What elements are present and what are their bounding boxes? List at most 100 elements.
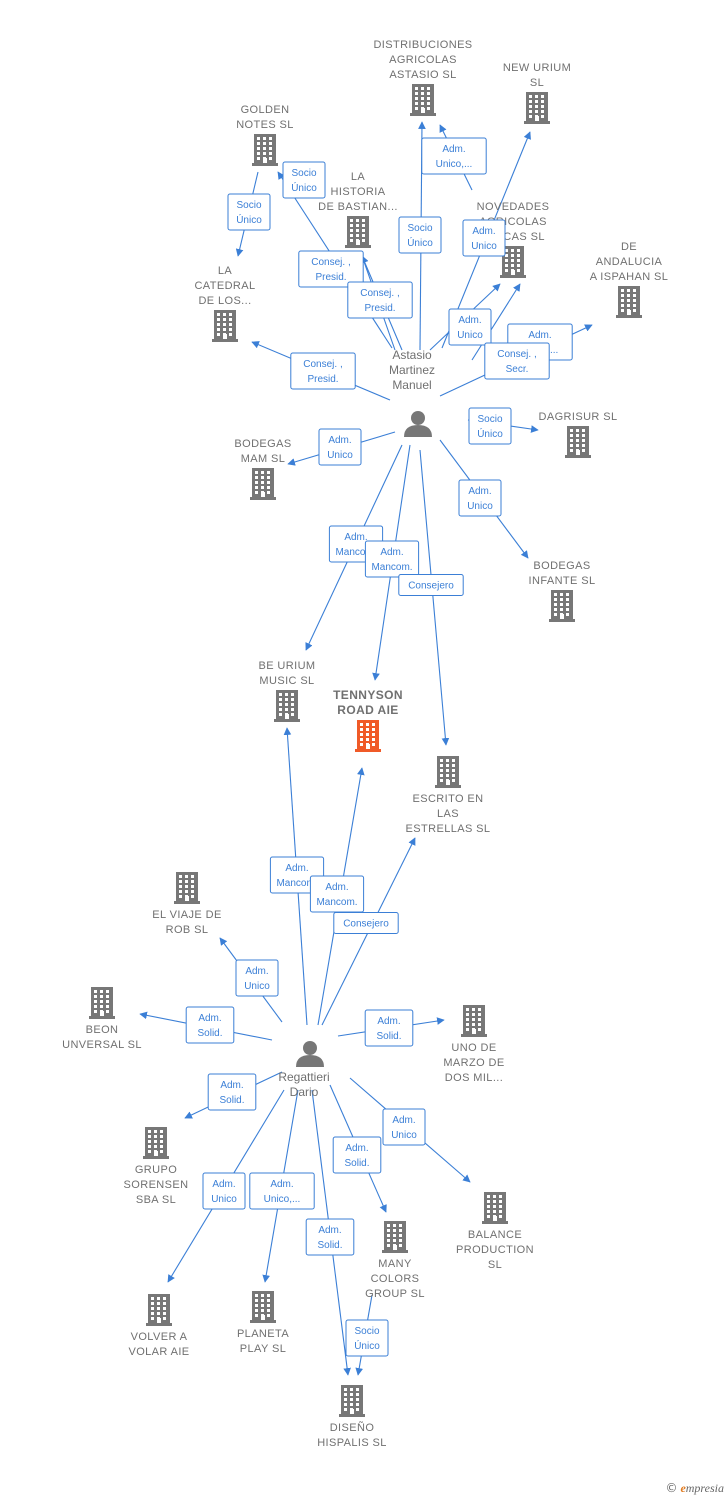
- company-label: ROB SL: [166, 924, 209, 936]
- role-badge-box: [398, 216, 442, 254]
- company-label: BE URIUM: [259, 660, 316, 672]
- role-text: Único: [407, 236, 433, 249]
- role-text: Adm.: [270, 1179, 293, 1190]
- building-icon: [250, 468, 276, 500]
- role-badge[interactable]: Consej. ,Presid.: [298, 250, 364, 288]
- company-label: MARZO DE: [443, 1057, 504, 1069]
- role-text: Consej. ,: [497, 349, 536, 360]
- role-badge-box: [448, 308, 492, 346]
- building-icon: [339, 1385, 365, 1417]
- role-badge-box: [458, 479, 502, 517]
- role-badge[interactable]: Adm.Unico: [458, 479, 502, 517]
- role-badge[interactable]: Adm.Unico: [202, 1172, 246, 1210]
- company-label: TENNYSON: [333, 688, 403, 702]
- person-label: Manuel: [392, 378, 431, 392]
- role-badge-box: [347, 281, 413, 319]
- company-label: ASTASIO SL: [389, 69, 456, 81]
- role-text: Adm.: [442, 144, 465, 155]
- role-badge[interactable]: Adm.Solid.: [364, 1009, 414, 1047]
- company-node[interactable]: EL VIAJE DE ROB SL: [152, 872, 221, 936]
- copyright-symbol: ©: [665, 1481, 678, 1495]
- building-icon: [461, 1005, 487, 1037]
- company-label: UNVERSAL SL: [62, 1039, 142, 1051]
- role-text: Solid.: [317, 1240, 342, 1251]
- building-icon: [616, 286, 642, 318]
- role-text: Adm.: [380, 547, 403, 558]
- building-icon: [174, 872, 200, 904]
- company-label: EL VIAJE DE: [152, 909, 221, 921]
- role-badge[interactable]: Consej. ,Presid.: [347, 281, 413, 319]
- company-label: ESCRITO EN: [412, 793, 483, 805]
- role-badge-box: [333, 912, 399, 934]
- role-text: Adm.: [377, 1016, 400, 1027]
- role-text: Mancom.: [335, 547, 376, 558]
- role-badge[interactable]: Consej. ,Presid.: [290, 352, 356, 390]
- role-badge[interactable]: Adm.Solid.: [305, 1218, 355, 1256]
- role-badge-box: [382, 1108, 426, 1146]
- role-text: Único: [354, 1339, 380, 1352]
- role-badge[interactable]: Adm.Solid.: [332, 1136, 382, 1174]
- role-text: Adm.: [344, 532, 367, 543]
- role-text: Solid.: [344, 1158, 369, 1169]
- role-badge[interactable]: Consejero: [333, 912, 399, 934]
- role-badge[interactable]: Adm.Unico,...: [421, 137, 487, 175]
- company-label: HISPALIS SL: [317, 1437, 387, 1449]
- role-badge[interactable]: Adm.Mancom.: [309, 875, 365, 913]
- role-badge[interactable]: Adm.Mancom.: [364, 540, 420, 578]
- role-text: Unico: [457, 330, 483, 341]
- company-node[interactable]: DAGRISUR SL: [539, 411, 618, 458]
- role-badge[interactable]: Adm.Unico: [318, 428, 362, 466]
- role-badge[interactable]: Consejero: [398, 574, 464, 596]
- role-badge[interactable]: Adm.Unico: [462, 219, 506, 257]
- role-text: Consej. ,: [360, 288, 399, 299]
- role-badge[interactable]: Adm.Unico: [382, 1108, 426, 1146]
- role-badge-box: [364, 540, 420, 578]
- role-text: Mancom.: [276, 878, 317, 889]
- building-icon: [274, 690, 300, 722]
- role-badge[interactable]: Adm.Solid.: [185, 1006, 235, 1044]
- role-badge[interactable]: Adm.Unico: [448, 308, 492, 346]
- role-badge-box: [364, 1009, 414, 1047]
- company-label: BALANCE: [468, 1229, 522, 1241]
- role-text: Consejero: [408, 581, 454, 592]
- company-label: BODEGAS: [234, 438, 291, 450]
- company-label: LA: [351, 171, 366, 183]
- role-badge[interactable]: Adm.Unico: [235, 959, 279, 997]
- role-badge[interactable]: Adm.Unico,...: [249, 1172, 315, 1210]
- role-text: Consejero: [343, 919, 389, 930]
- role-badge[interactable]: Adm.Solid.: [207, 1073, 257, 1111]
- company-label: DOS MIL...: [445, 1072, 503, 1084]
- role-badge-box: [235, 959, 279, 997]
- role-badge[interactable]: Consej. ,Secr.: [484, 342, 550, 380]
- role-text: Adm.: [472, 226, 495, 237]
- roles-layer: SocioÚnicoAdm.Unico,...Adm.UnicoSocioÚni…: [185, 137, 573, 1357]
- company-label: HISTORIA: [331, 186, 386, 198]
